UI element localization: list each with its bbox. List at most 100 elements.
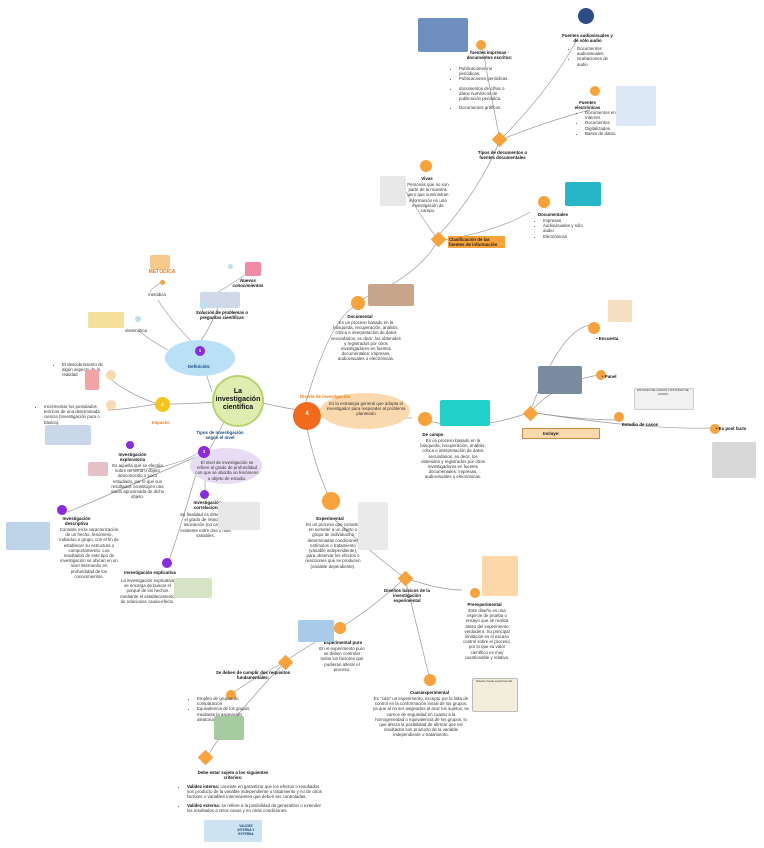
impacto-desc1-dot	[106, 370, 116, 380]
tipos-nivel-desc: El nivel de investigación se refiere al …	[195, 460, 259, 481]
disenos-label: Diseños básicos de la investigación expe…	[384, 588, 430, 604]
exploratoria-picture	[88, 462, 108, 476]
exploratoria-dot	[126, 441, 134, 449]
electronicas-title: Fuentes electrónicas	[574, 100, 601, 111]
criterio-externa: Validez externa: se refiere a la posibil…	[187, 803, 324, 813]
impacto-desc1-picture	[85, 370, 99, 390]
documental-picture	[368, 284, 414, 306]
campo-title: De campo	[422, 432, 444, 437]
validez-externa-label: Validez externa:	[187, 802, 221, 808]
campo-node[interactable]	[418, 412, 432, 426]
experimental-title: Experimental	[316, 516, 344, 521]
vivas-dot	[420, 160, 432, 172]
clasificacion-label: Clasificación de las fuentes de informac…	[448, 236, 505, 249]
audiovisuales-list: Documentos audiovisuales Grabaciones de …	[570, 46, 615, 67]
electronicas-item-1: Documentos Digitalizados.	[585, 120, 623, 130]
diseno-desc: Es la estrategia general que adopta el i…	[326, 401, 406, 417]
impresas-item-0: Publicaciones no periódicas.	[459, 66, 512, 76]
documentales-item-2: Electrónicas	[543, 234, 586, 239]
documental-node[interactable]	[351, 296, 365, 310]
documentales-picture	[565, 182, 601, 206]
cuasi-desc: Es "casi" un experimento, excepto por la…	[373, 696, 469, 738]
validez-externa-text: se refiere a la posibilidad de generaliz…	[187, 802, 322, 813]
cuasi-picture	[472, 678, 518, 712]
encuesta-label: • Encuesta	[596, 336, 619, 341]
tipos-nivel-node[interactable]	[198, 446, 210, 458]
impacto-desc1: El descubrimiento de algún aspecto de la…	[55, 362, 105, 378]
impresas-list: Publicaciones no periódicas. Publicacion…	[452, 66, 512, 110]
sistematica-label: sistemática	[125, 328, 147, 333]
puro-title: Experimental puro	[323, 640, 363, 645]
impacto-node[interactable]	[155, 397, 170, 412]
puro-picture	[298, 620, 334, 642]
impresas-item-1: Publicaciones periódicas.	[459, 76, 512, 81]
metodica-label: metódica	[148, 292, 166, 297]
validez-book-caption: VALIDEZ INTERNA Y EXTERNA	[237, 824, 255, 836]
expost-dot	[710, 424, 720, 434]
cuasi-sheet-caption: Diseño Cuasi experimental	[476, 679, 512, 683]
impacto-number: 2	[161, 402, 164, 407]
tipos-nivel-number: 3	[202, 449, 206, 454]
pre-picture	[482, 556, 518, 596]
criterio-interna: Validez interna: consiste en garantizar …	[187, 784, 324, 800]
explicativa-desc: La investigación explicativa se encarga …	[120, 578, 175, 604]
documental-title: Documental	[347, 314, 373, 319]
solucion-picture	[200, 292, 240, 308]
definicion-number: 1	[198, 348, 202, 353]
estudio-label: Estudio de casos	[622, 422, 659, 427]
diseno-label: Diseño de investigación	[300, 394, 351, 399]
puro-dot	[334, 622, 346, 634]
expost-label: • Ex post facto	[716, 426, 747, 431]
descriptiva-desc: Consiste en la caracterización de un hec…	[59, 527, 119, 579]
impresas-item-3: Documentos gráficos.	[459, 105, 512, 110]
sistematica-dot	[135, 316, 141, 322]
pre-desc: Este diseño es una especie de prueba o e…	[462, 608, 512, 660]
nuevos-conocimientos: Nuevos conocimientos	[232, 278, 264, 289]
campo-picture	[440, 400, 490, 426]
diseno-node[interactable]	[293, 402, 321, 430]
correlacional-title: Investigación correlacional	[193, 500, 222, 511]
impresas-picture	[418, 18, 468, 52]
audiovisuales-dot	[578, 8, 594, 24]
encuesta-text: Encuesta	[598, 336, 619, 341]
estudio-dot	[614, 412, 624, 422]
explicativa-dot	[162, 558, 172, 568]
documentales-dot	[538, 196, 550, 208]
center-number: 4	[305, 411, 309, 417]
center-node[interactable]	[212, 375, 264, 427]
documentales-item-0: Impresas	[543, 218, 586, 223]
documentales-list: Impresas Audiovisuales y sólo audio Elec…	[536, 218, 586, 239]
requisitos-dot	[226, 690, 236, 700]
audiovisuales-item-1: Grabaciones de audio	[577, 56, 615, 66]
estudio-picture-caption: ESTUDIO DE CASOS Y ESTUDIO DE CASOS	[637, 388, 689, 396]
experimental-node[interactable]	[322, 492, 340, 510]
validez-interna-text: consiste en garantizar que los efectos o…	[187, 784, 322, 800]
solucion-dot	[200, 302, 207, 309]
definicion-number-dot	[195, 346, 205, 356]
validez-picture	[204, 820, 262, 842]
definicion-label: Definición:	[188, 364, 211, 369]
panel-label: • Panel	[602, 374, 617, 379]
electronicas-item-0: Documentos en Internet.	[585, 110, 623, 120]
correlacional-picture	[218, 502, 260, 530]
audiovisuales-title: Fuentes audiovisuales y de sólo audio	[562, 33, 613, 44]
impacto-desc2-text: Incrementar los postulados teóricos de u…	[44, 404, 109, 425]
expost-text: Ex post facto	[718, 426, 747, 431]
metodica-title: METÓDICA	[148, 269, 176, 275]
panel-picture	[538, 366, 582, 394]
descriptiva-title: Investigación descriptiva	[62, 516, 91, 527]
impacto-desc2: Incrementar los postulados teóricos de u…	[37, 404, 109, 425]
solucion-problemas: Solución de problemas o preguntas cientí…	[195, 310, 249, 321]
electronicas-list: Documentos en Internet. Documentos Digit…	[578, 110, 623, 136]
center-title: La investigación científica	[215, 388, 261, 411]
requisitos-label: Se deben de cumplir dos requisitos funda…	[215, 670, 291, 681]
incluye-label: Incluye:	[522, 428, 600, 440]
metodica-picture	[150, 255, 170, 269]
campo-desc: Es un proceso basado en la búsqueda, rec…	[420, 438, 486, 480]
impresas-item-2: documentos de cifras o datos numéricos d…	[459, 86, 512, 102]
encuesta-dot	[588, 322, 600, 334]
correlacional-dot	[200, 490, 209, 499]
vivas-picture	[380, 176, 406, 206]
impacto-label: Impacto:	[152, 420, 171, 425]
documentales-title: Documentales	[538, 212, 569, 217]
